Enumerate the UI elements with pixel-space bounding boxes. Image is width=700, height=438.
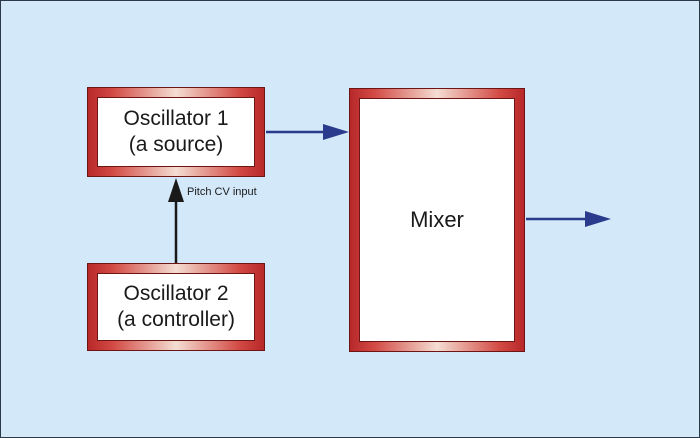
pitch-cv-input-label: Pitch CV input xyxy=(187,186,257,198)
arrow-osc2-to-osc1 xyxy=(168,178,184,263)
oscillator-1-subtitle: (a source) xyxy=(128,133,224,156)
mixer-block: Mixer xyxy=(349,88,525,352)
oscillator-1-title: Oscillator 1 xyxy=(123,107,229,130)
oscillator-2-title: Oscillator 2 xyxy=(123,282,229,305)
arrow-mixer-to-output xyxy=(526,211,611,227)
oscillator-2-subtitle: (a controller) xyxy=(117,308,235,331)
oscillator-2-block: Oscillator 2 (a controller) xyxy=(87,263,265,351)
mixer-label: Mixer xyxy=(410,207,464,232)
arrow-osc1-to-mixer xyxy=(266,124,349,140)
oscillator-1-block: Oscillator 1 (a source) xyxy=(87,87,265,177)
